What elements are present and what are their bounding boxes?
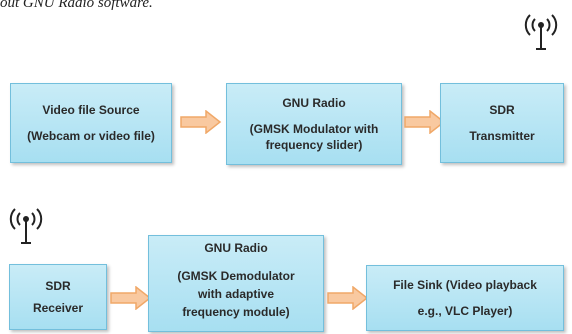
modulator-title: GNU Radio [282,96,346,110]
sdr-receiver-box: SDR Receiver [9,264,107,330]
right-arrow-icon [404,110,446,134]
video-source-title: Video file Source [42,103,140,117]
gnu-radio-modulator-box: GNU Radio (GMSK Modulator with frequency… [226,83,402,165]
file-sink-title: File Sink (Video playback [393,278,537,292]
right-arrow-icon [180,110,222,134]
intro-text: out GNU Radio software. [0,0,153,11]
video-source-box: Video file Source (Webcam or video file) [10,83,172,163]
receive-antenna-icon [9,208,43,244]
receiver-title: SDR [45,279,71,293]
transmitter-title: SDR [489,103,515,117]
right-arrow-icon [110,286,152,310]
transmit-antenna-icon [524,14,558,50]
demodulator-detail-1: (GMSK Demodulator [177,269,295,283]
right-arrow-icon [327,286,369,310]
transmitter-detail: Transmitter [469,129,535,143]
demodulator-title: GNU Radio [204,241,268,255]
sdr-transmitter-box: SDR Transmitter [440,83,564,163]
video-source-detail: (Webcam or video file) [27,129,155,143]
modulator-detail-1: (GMSK Modulator with [249,122,379,136]
gnu-radio-demodulator-box: GNU Radio (GMSK Demodulator with adaptiv… [148,235,324,332]
modulator-detail-2: frequency slider) [265,138,363,152]
demodulator-detail-3: frequency module) [182,305,290,319]
file-sink-box: File Sink (Video playback e.g., VLC Play… [366,265,564,331]
file-sink-detail: e.g., VLC Player) [417,304,513,318]
receiver-detail: Receiver [32,301,84,315]
demodulator-detail-2: with adaptive [197,287,274,301]
